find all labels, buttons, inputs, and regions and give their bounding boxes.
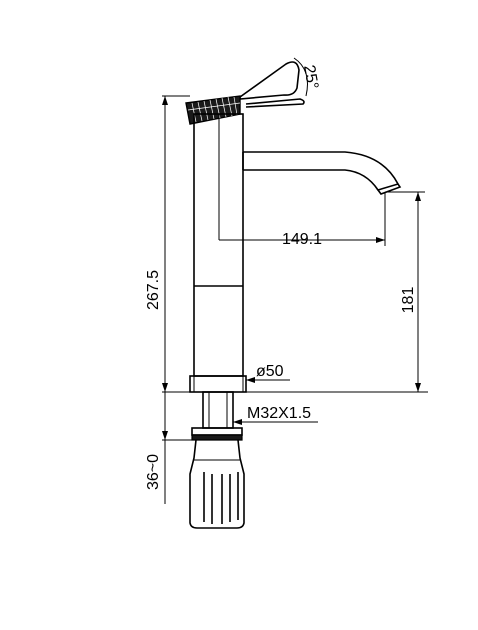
spout-height-label: 181	[400, 287, 417, 314]
dimension-total-height: 267.5	[145, 95, 190, 393]
threaded-shank	[202, 391, 234, 429]
spout	[242, 151, 402, 195]
thread-label: M32X1.5	[247, 405, 311, 422]
mounting-range-label: 36~0	[145, 454, 162, 490]
lever-handle	[239, 61, 305, 108]
callout-thread: M32X1.5	[233, 405, 318, 425]
dimension-lever-angle: 25°	[293, 57, 321, 97]
faucet-body	[193, 113, 244, 377]
base-diameter-label: ø50	[256, 363, 284, 380]
callout-base-diameter: ø50	[246, 363, 290, 383]
spout-reach-label: 149.1	[282, 231, 322, 248]
dimension-mounting-range: 36~0	[145, 391, 203, 504]
base-flange	[189, 375, 247, 393]
mounting-nut	[189, 427, 245, 529]
total-height-label: 267.5	[145, 270, 162, 310]
dimension-spout-reach: 149.1	[219, 192, 386, 248]
dimension-spout-height: 181	[246, 191, 428, 393]
lever-angle-label: 25°	[300, 64, 321, 91]
